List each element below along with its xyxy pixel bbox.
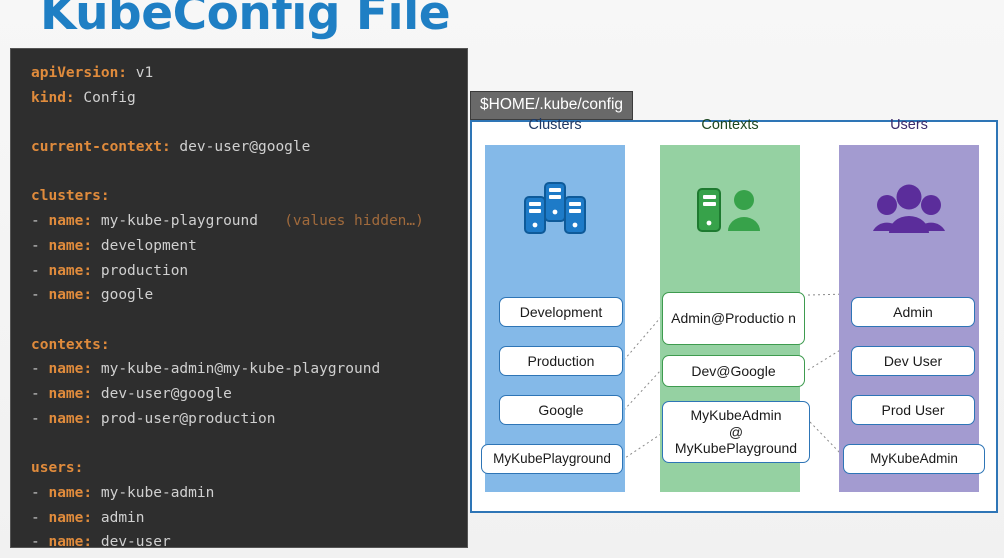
code-value: development: [92, 237, 197, 254]
kubeconfig-diagram: Development Production Google MyKubePlay…: [470, 117, 998, 513]
code-line: - name: my-kube-playground (values hidde…: [31, 209, 467, 234]
column-title-clusters: Clusters: [528, 117, 582, 133]
chip-context-admin-at-production[interactable]: Admin@Productio n: [662, 292, 805, 345]
code-line: - name: dev-user: [31, 530, 467, 548]
code-key: name:: [48, 410, 93, 427]
code-value: my-kube-playground: [92, 213, 258, 230]
code-key: name:: [48, 509, 93, 526]
code-key: contexts:: [31, 336, 110, 353]
code-key: clusters:: [31, 188, 110, 205]
code-line: - name: google: [31, 283, 467, 308]
code-value: prod-user@production: [92, 410, 276, 427]
code-line: clusters:: [31, 184, 467, 209]
code-blank-line: [31, 308, 467, 333]
code-list-dash: -: [31, 213, 49, 230]
code-value: dev-user: [92, 534, 171, 548]
code-line: - name: dev-user@google: [31, 382, 467, 407]
code-line: - name: my-kube-admin: [31, 481, 467, 506]
code-line: contexts:: [31, 333, 467, 358]
code-key: name:: [48, 262, 93, 279]
code-line: - name: prod-user@production: [31, 407, 467, 432]
column-title-contexts: Contexts: [701, 117, 759, 133]
code-list-dash: -: [31, 237, 49, 254]
code-list-dash: -: [31, 386, 49, 403]
code-line: - name: my-kube-admin@my-kube-playground: [31, 357, 467, 382]
code-list-dash: -: [31, 484, 49, 501]
chip-user-dev-user[interactable]: Dev User: [851, 346, 975, 376]
code-key: apiVersion:: [31, 65, 128, 81]
code-list-dash: -: [31, 287, 49, 304]
code-line: kind: Config: [31, 86, 467, 111]
code-key: name:: [48, 484, 93, 501]
code-list-dash: -: [31, 534, 49, 548]
code-key: kind:: [31, 89, 75, 106]
code-line: - name: production: [31, 259, 467, 284]
chip-user-admin[interactable]: Admin: [851, 297, 975, 327]
code-line: - name: admin: [31, 506, 467, 531]
code-key: current-context:: [31, 139, 171, 156]
code-value: production: [92, 262, 189, 279]
code-value: admin: [92, 509, 145, 526]
chip-cluster-google[interactable]: Google: [499, 395, 623, 425]
code-line: - name: development: [31, 234, 467, 259]
code-blank-line: [31, 110, 467, 135]
code-line: current-context: dev-user@google: [31, 135, 467, 160]
code-key: name:: [48, 386, 93, 403]
code-blank-line: [31, 432, 467, 457]
chip-context-dev-at-google[interactable]: Dev@Google: [662, 355, 805, 387]
code-value: Config: [74, 89, 136, 106]
code-key: name:: [48, 237, 93, 254]
users-group-icon: [839, 155, 979, 265]
code-key: users:: [31, 460, 84, 477]
code-key: name:: [48, 534, 93, 548]
code-blank-line: [31, 160, 467, 185]
chip-context-mykubeadmin-at-mykubeplayground[interactable]: MyKubeAdmin @ MyKubePlayground: [662, 401, 810, 463]
code-annotation: (values hidden…): [258, 213, 424, 230]
code-value: my-kube-admin: [92, 484, 215, 501]
code-value: dev-user@google: [92, 386, 232, 403]
code-key: name:: [48, 361, 93, 378]
code-list-dash: -: [31, 262, 49, 279]
code-list-dash: -: [31, 509, 49, 526]
kubeconfig-path-label: $HOME/.kube/config: [470, 91, 634, 120]
server-user-icon: [660, 155, 800, 265]
chip-user-prod-user[interactable]: Prod User: [851, 395, 975, 425]
code-key: name:: [48, 287, 93, 304]
code-line: apiVersion: v1: [31, 61, 467, 86]
code-value: my-kube-admin@my-kube-playground: [92, 361, 381, 378]
servers-icon: [485, 155, 625, 265]
chip-cluster-production[interactable]: Production: [499, 346, 623, 376]
code-key: name:: [48, 213, 93, 230]
code-value: dev-user@google: [170, 139, 311, 156]
code-list-dash: -: [31, 361, 49, 378]
code-list-dash: -: [31, 410, 49, 427]
chip-cluster-mykubeplayground[interactable]: MyKubePlayground: [481, 444, 623, 474]
page-title: KubeConfig File: [40, 0, 451, 41]
chip-cluster-development[interactable]: Development: [499, 297, 623, 327]
code-line: users:: [31, 456, 467, 481]
column-title-users: Users: [890, 117, 928, 133]
code-value: v1: [127, 65, 154, 81]
code-value: google: [92, 287, 154, 304]
chip-user-mykubeadmin[interactable]: MyKubeAdmin: [843, 444, 985, 474]
